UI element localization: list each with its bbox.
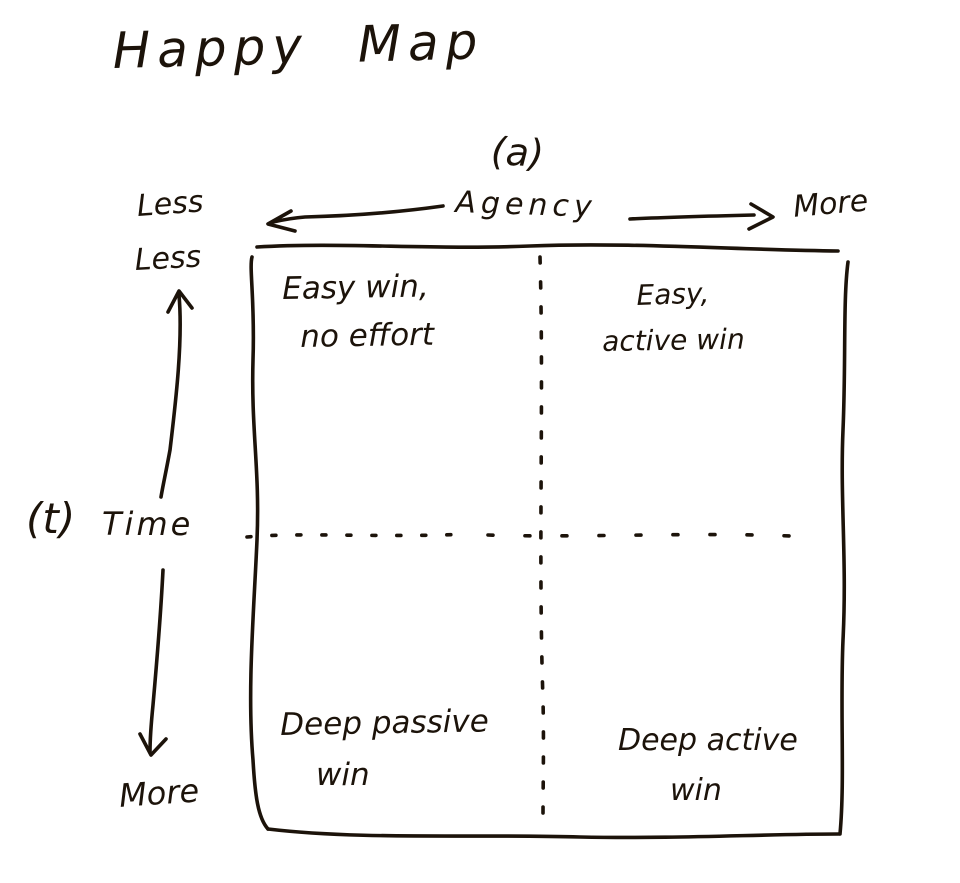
quadrant-box-right-edge <box>838 260 850 836</box>
vertical-divider-dotted <box>538 255 546 820</box>
time-down-arrow-shaft <box>148 568 165 754</box>
agency-axis-label: Agency <box>454 185 598 225</box>
time-axis-min-label: Less <box>133 239 203 278</box>
page-title: Happy Map <box>111 12 486 80</box>
quadrant-top-left-line2: no effort <box>299 316 435 355</box>
quadrant-top-right-line1: Easy, <box>635 276 710 312</box>
agency-axis-max-label: More <box>791 183 870 225</box>
quadrant-bottom-left-line1: Deep passive <box>279 703 490 743</box>
quadrant-bottom-right-line1: Deep active <box>618 723 798 758</box>
agency-axis-symbol: (a) <box>489 129 546 176</box>
quadrant-box-left-edge <box>248 255 270 831</box>
quadrant-box-bottom-edge <box>266 827 841 840</box>
agency-axis-min-label: Less <box>135 184 205 224</box>
agency-right-arrow-shaft <box>628 213 756 221</box>
time-up-arrowhead <box>166 289 194 314</box>
time-down-arrowhead <box>138 732 168 757</box>
time-axis-symbol: (t) <box>26 494 76 543</box>
quadrant-bottom-left-line2: win <box>316 757 370 793</box>
agency-left-arrowhead <box>266 209 297 233</box>
agency-left-arrow-shaft <box>271 204 445 224</box>
quadrant-top-right-line2: active win <box>601 322 745 358</box>
horizontal-divider-dotted-left <box>245 532 472 539</box>
quadrant-top-left-line1: Easy win, <box>281 268 429 307</box>
quadrant-box-top-edge <box>255 243 840 253</box>
quadrant-bottom-right-line2: win <box>670 773 722 808</box>
time-axis-label: Time <box>102 505 194 543</box>
time-up-arrow-shaft <box>159 293 182 499</box>
agency-right-arrowhead <box>747 202 775 231</box>
time-axis-max-label: More <box>117 771 201 815</box>
horizontal-divider-dotted-right <box>486 532 793 538</box>
